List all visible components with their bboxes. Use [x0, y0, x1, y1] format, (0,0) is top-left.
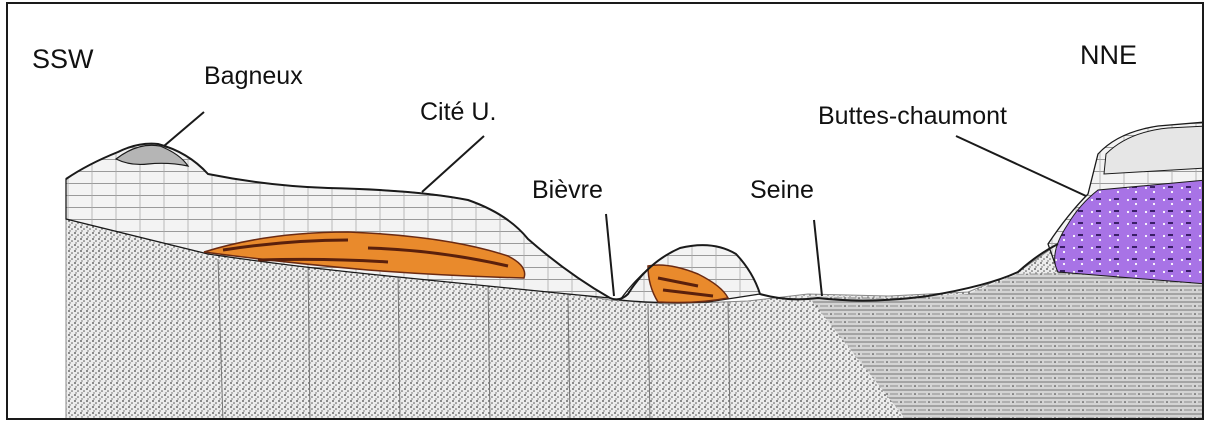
leader-buttes-chaumont — [956, 136, 1086, 196]
gypsum-layer — [1055, 180, 1204, 284]
direction-right-label: NNE — [1080, 42, 1137, 69]
label-bagneux: Bagneux — [204, 64, 303, 89]
label-seine: Seine — [750, 178, 814, 203]
label-bievre: Bièvre — [532, 178, 603, 203]
leader-bievre — [606, 214, 614, 296]
direction-left-label: SSW — [32, 46, 94, 73]
label-buttes-chaumont: Buttes-chaumont — [818, 104, 1007, 129]
buttes-cap — [1104, 126, 1204, 174]
leader-seine — [814, 220, 822, 296]
geologic-cross-section — [8, 4, 1204, 420]
leader-bagneux — [164, 112, 204, 146]
cross-section-frame: SSW NNE Bagneux Cité U. Bièvre Seine But… — [6, 2, 1204, 420]
leader-cite-u — [422, 136, 484, 192]
label-cite-u: Cité U. — [420, 100, 496, 125]
